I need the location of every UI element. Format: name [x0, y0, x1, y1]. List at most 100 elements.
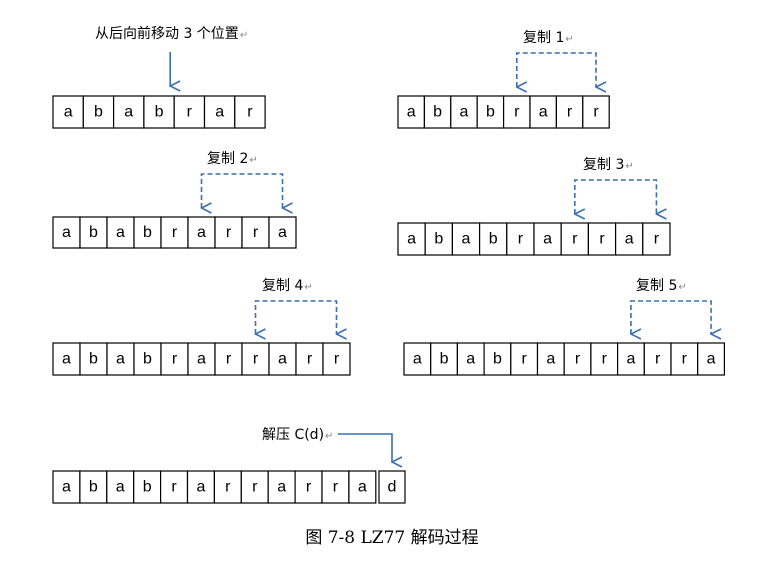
cell-char: a — [707, 351, 716, 368]
cell-box — [536, 342, 565, 376]
output-cell-char: d — [388, 479, 397, 496]
cell-box — [430, 342, 459, 376]
return-mark: ↵ — [240, 30, 248, 41]
cell-char: r — [593, 104, 599, 121]
cell-char: a — [466, 351, 475, 368]
return-mark: ↵ — [565, 34, 573, 45]
cell-char: a — [116, 224, 125, 241]
cell-char: b — [434, 231, 443, 248]
step-label: 复制 4↵ — [262, 277, 313, 294]
cell-box — [563, 342, 592, 376]
cell-char: a — [215, 104, 224, 121]
cell-box — [82, 95, 115, 129]
cell-box — [267, 470, 296, 504]
return-mark: ↵ — [678, 282, 686, 293]
cell-char: a — [460, 104, 469, 121]
cell-box — [79, 342, 108, 376]
cell-char: r — [572, 231, 578, 248]
cell-char: a — [62, 224, 71, 241]
cell-box — [670, 342, 699, 376]
cell-char: a — [462, 231, 471, 248]
cell-char: b — [486, 104, 495, 121]
cell-char: a — [625, 231, 634, 248]
cell-char: r — [307, 351, 313, 368]
cell-box — [643, 342, 672, 376]
cell-char: r — [521, 351, 527, 368]
cell-char: r — [225, 479, 231, 496]
cell-char: a — [197, 351, 206, 368]
cell-box — [587, 222, 617, 256]
copy-arrow — [256, 300, 337, 334]
cell-box — [240, 470, 269, 504]
cell-box — [555, 95, 584, 129]
cell-char: r — [514, 104, 520, 121]
cell-box — [234, 95, 266, 129]
cell-box — [112, 95, 145, 129]
output-arrow — [338, 433, 392, 462]
cell-box — [160, 216, 189, 249]
cell-char: r — [171, 479, 177, 496]
output-cell-box — [378, 470, 406, 504]
cell-char: r — [306, 479, 312, 496]
cell-char: a — [278, 224, 287, 241]
cell-char: a — [278, 351, 287, 368]
cell-char: r — [575, 351, 581, 368]
cell-char: r — [599, 231, 605, 248]
step-label: 解压 C(d)↵ — [262, 427, 333, 443]
step-label: 复制 1↵ — [523, 29, 574, 46]
cell-box — [506, 222, 535, 256]
cell-char: a — [62, 479, 71, 496]
cell-box — [423, 95, 452, 129]
cell-char: r — [334, 351, 340, 368]
cell-char: a — [407, 231, 416, 248]
cell-char: b — [89, 224, 98, 241]
cell-box — [160, 470, 189, 504]
cell-box — [52, 216, 81, 249]
cell-char: r — [187, 104, 193, 121]
cell-char: a — [124, 104, 133, 121]
cell-char: b — [143, 351, 152, 368]
step-label: 复制 5↵ — [636, 277, 687, 294]
cell-box — [241, 216, 270, 249]
cell-char: b — [94, 104, 103, 121]
step-label: 复制 3↵ — [583, 156, 634, 173]
cell-char: b — [89, 479, 98, 496]
cell-char: r — [682, 351, 688, 368]
cell-char: a — [197, 224, 206, 241]
return-mark: ↵ — [304, 282, 312, 293]
cell-char: b — [493, 351, 502, 368]
cell-char: b — [143, 224, 152, 241]
cell-box — [533, 222, 562, 256]
cell-char: a — [116, 351, 125, 368]
cell-box — [52, 470, 81, 504]
cell-char: r — [247, 104, 253, 121]
cell-char: b — [89, 351, 98, 368]
cell-box — [268, 216, 297, 249]
cell-box — [456, 342, 485, 376]
cell-box — [187, 216, 216, 249]
return-mark: ↵ — [625, 161, 633, 172]
cell-char: r — [252, 479, 258, 496]
cell-char: r — [172, 224, 178, 241]
cell-box — [106, 342, 135, 376]
cell-char: a — [358, 479, 367, 496]
cell-box — [479, 222, 508, 256]
cell-box — [322, 342, 351, 376]
cell-box — [450, 95, 478, 129]
cell-char: a — [277, 479, 286, 496]
cell-char: a — [626, 351, 635, 368]
cell-char: a — [413, 351, 422, 368]
cell-char: b — [489, 231, 498, 248]
cell-char: a — [116, 479, 125, 496]
cell-char: b — [440, 351, 449, 368]
cell-char: a — [64, 104, 73, 121]
cell-char: a — [62, 351, 71, 368]
cell-box — [424, 222, 454, 256]
